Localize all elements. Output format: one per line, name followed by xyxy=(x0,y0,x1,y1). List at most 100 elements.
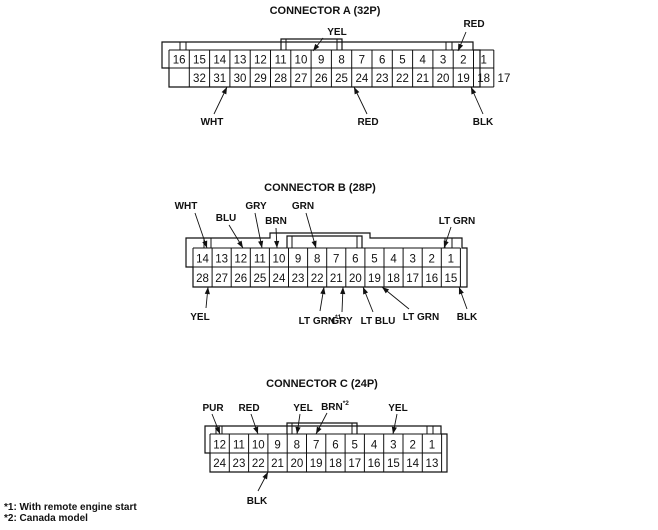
leader-arrow-icon xyxy=(320,287,326,295)
wire-color-label: WHT xyxy=(175,201,198,212)
leader-arrow-icon xyxy=(313,43,320,51)
pin-a-28: 28 xyxy=(274,73,287,85)
wire-color-label: YEL xyxy=(293,403,312,414)
leader-arrow-icon xyxy=(354,87,360,95)
pin-c-16: 16 xyxy=(368,458,381,470)
connector-latch xyxy=(280,38,343,50)
pin-c-24: 24 xyxy=(213,458,226,470)
connector-a-title: CONNECTOR A (32P) xyxy=(270,5,381,17)
leader-arrow-icon xyxy=(202,240,208,248)
pin-b-9: 9 xyxy=(295,254,301,266)
pin-b-27: 27 xyxy=(215,273,228,285)
pin-a-17: 17 xyxy=(498,73,511,85)
leader-arrow-icon xyxy=(471,87,477,95)
pin-b-1: 1 xyxy=(448,254,454,266)
wire-label-a-pin-23: RED xyxy=(353,86,379,128)
pin-b-17: 17 xyxy=(406,273,419,285)
wire-color-label: YEL xyxy=(327,27,346,38)
pin-c-19: 19 xyxy=(310,458,323,470)
pin-a-19: 19 xyxy=(457,73,470,85)
wire-label-c-pin-22: BLK xyxy=(247,471,269,507)
pin-b-3: 3 xyxy=(409,254,415,266)
wire-color-label: RED xyxy=(238,403,259,414)
pin-a-31: 31 xyxy=(213,73,226,85)
wire-label-a-pin-9: YEL xyxy=(312,27,347,52)
pin-b-11: 11 xyxy=(254,254,266,266)
wire-label-c-pin-12: PUR xyxy=(202,403,224,435)
wire-color-label: LT GRN xyxy=(403,312,439,323)
wire-label-c-pin-10: RED xyxy=(238,403,260,435)
pin-c-12: 12 xyxy=(213,440,226,452)
pin-a-11: 11 xyxy=(275,55,287,67)
pin-c-23: 23 xyxy=(233,458,246,470)
pin-b-23: 23 xyxy=(292,273,305,285)
wire-label-b-pin-10: BRN xyxy=(265,216,287,249)
pin-a-9: 9 xyxy=(318,55,324,67)
connector-housing xyxy=(204,425,448,473)
wire-color-label: BLK xyxy=(247,496,268,507)
wire-label-a-pin-30: WHT xyxy=(201,86,228,128)
pin-a-20: 20 xyxy=(437,73,450,85)
leader-arrow-icon xyxy=(382,287,390,294)
leader-arrow-icon xyxy=(258,240,264,248)
pin-a-21: 21 xyxy=(416,73,429,85)
wire-label-b-pin-22: LT GRN*1 xyxy=(299,286,342,327)
wire-color-label: BLK xyxy=(457,312,478,323)
pin-b-4: 4 xyxy=(390,254,397,266)
pin-c-3: 3 xyxy=(390,440,396,452)
wire-label-b-pin-1: LT GRN xyxy=(439,216,475,249)
wire-label-c-pin-7: BRN*2 xyxy=(315,400,349,435)
wire-color-label: BLK xyxy=(473,117,494,128)
wire-color-label: GRN xyxy=(292,201,314,212)
wire-color-label: WHT xyxy=(201,117,224,128)
wire-color-label: BRN*2 xyxy=(321,400,349,413)
pin-a-5: 5 xyxy=(399,55,405,67)
leader-arrow-icon xyxy=(443,240,449,248)
pin-c-10: 10 xyxy=(252,440,265,452)
pin-a-32: 32 xyxy=(193,73,206,85)
wire-color-label: BRN xyxy=(265,216,287,227)
wire-label-b-pin-8: GRN xyxy=(292,201,317,249)
pin-a-18: 18 xyxy=(477,73,490,85)
pin-a-29: 29 xyxy=(254,73,267,85)
pin-a-1: 1 xyxy=(480,55,486,67)
pin-b-5: 5 xyxy=(371,254,377,266)
pin-c-4: 4 xyxy=(371,440,378,452)
wire-label-b-pin-28: YEL xyxy=(190,286,210,323)
pin-c-1: 1 xyxy=(429,440,435,452)
pin-a-15: 15 xyxy=(193,55,206,67)
pin-b-12: 12 xyxy=(234,254,247,266)
wire-color-label: BLU xyxy=(216,213,237,224)
pin-c-11: 11 xyxy=(233,440,245,452)
pin-a-24: 24 xyxy=(355,73,368,85)
pin-c-14: 14 xyxy=(406,458,419,470)
pin-c-9: 9 xyxy=(274,440,280,452)
pin-c-22: 22 xyxy=(252,458,265,470)
pin-a-16: 16 xyxy=(173,55,186,67)
pin-c-2: 2 xyxy=(409,440,415,452)
connector-c-title: CONNECTOR C (24P) xyxy=(266,378,378,390)
wire-color-label: YEL xyxy=(388,403,407,414)
pin-b-14: 14 xyxy=(196,254,209,266)
pin-c-21: 21 xyxy=(271,458,284,470)
pin-a-22: 22 xyxy=(396,73,409,85)
leader-arrow-icon xyxy=(274,240,280,248)
pin-c-5: 5 xyxy=(352,440,358,452)
wire-label-b-pin-12: BLU xyxy=(216,213,244,249)
pin-a-26: 26 xyxy=(315,73,328,85)
pin-b-13: 13 xyxy=(215,254,228,266)
leader-arrow-icon xyxy=(237,240,243,248)
leader-arrow-icon xyxy=(221,87,227,95)
pin-a-25: 25 xyxy=(335,73,348,85)
pin-b-8: 8 xyxy=(314,254,320,266)
leader-arrow-icon xyxy=(311,240,317,248)
pin-a-14: 14 xyxy=(213,55,226,67)
pin-b-26: 26 xyxy=(234,273,247,285)
pin-c-13: 13 xyxy=(426,458,439,470)
pin-a-2: 2 xyxy=(460,55,466,67)
pin-a-8: 8 xyxy=(338,55,344,67)
pin-b-28: 28 xyxy=(196,273,209,285)
connector-latch xyxy=(286,235,363,248)
